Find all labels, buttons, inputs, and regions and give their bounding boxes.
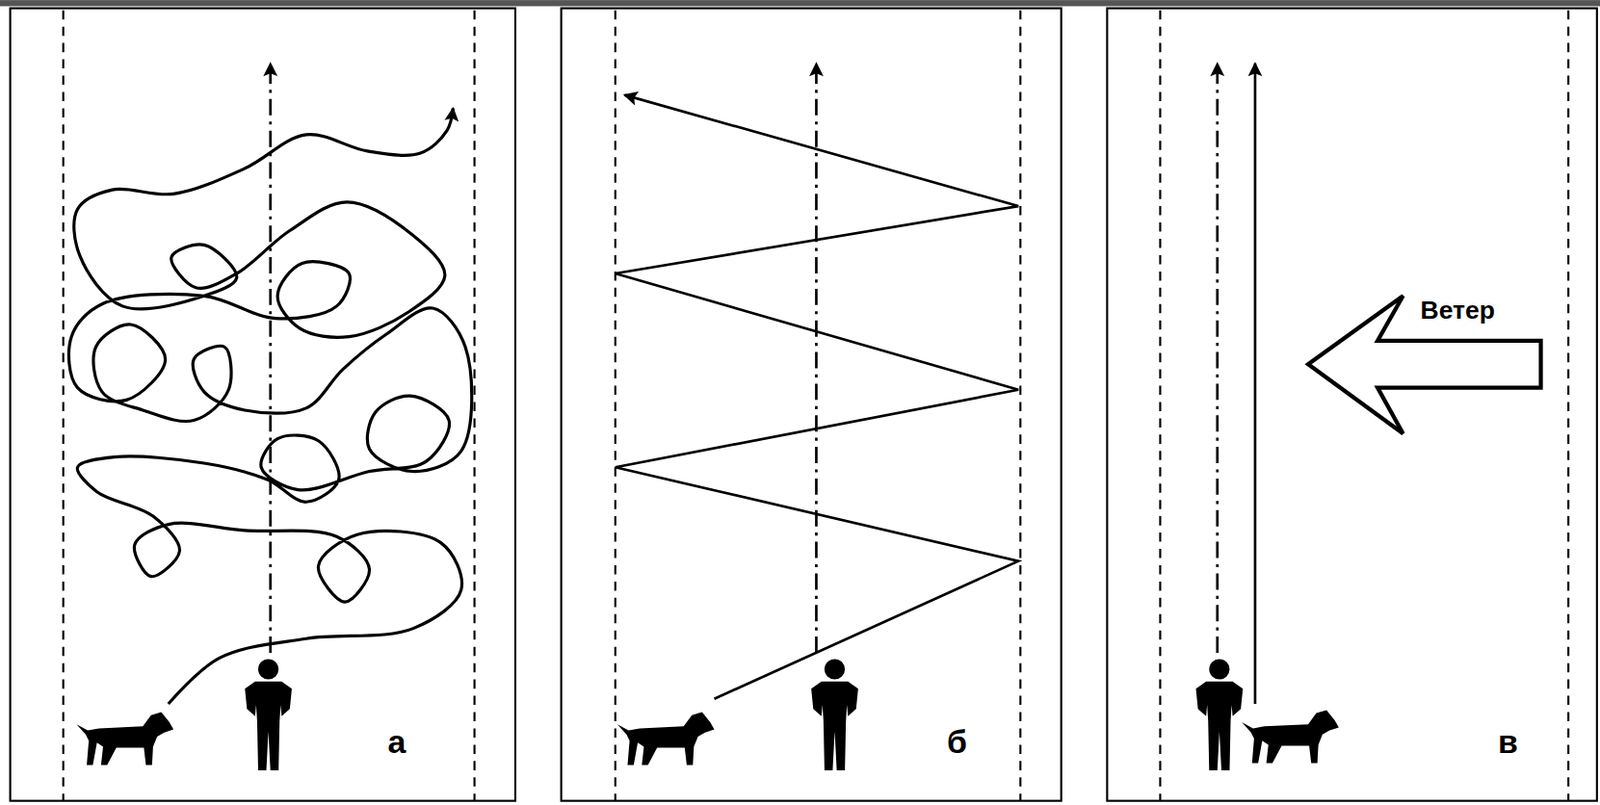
panel-frame <box>1106 8 1597 802</box>
panel-frame <box>10 8 516 802</box>
panel-letter: б <box>946 726 968 760</box>
dog-search-path <box>68 107 472 705</box>
wind-label: Ветер <box>1420 297 1496 323</box>
dog-silhouette <box>76 712 174 766</box>
dog-silhouette <box>1241 709 1339 763</box>
boundary-lines <box>63 10 1569 802</box>
dog-search-path <box>615 95 1019 700</box>
handler-axis <box>270 63 1218 654</box>
panel-letter: а <box>388 726 407 760</box>
top-bar <box>0 0 1600 6</box>
wind-arrow <box>1308 295 1542 434</box>
handler-silhouette <box>811 658 859 770</box>
panel-frame <box>561 8 1062 802</box>
dog-search-path <box>1254 63 1258 705</box>
panel-letter: в <box>1497 726 1519 760</box>
handler-silhouette <box>1196 658 1244 770</box>
handler-silhouette <box>244 658 292 770</box>
dog-silhouette <box>617 712 715 766</box>
